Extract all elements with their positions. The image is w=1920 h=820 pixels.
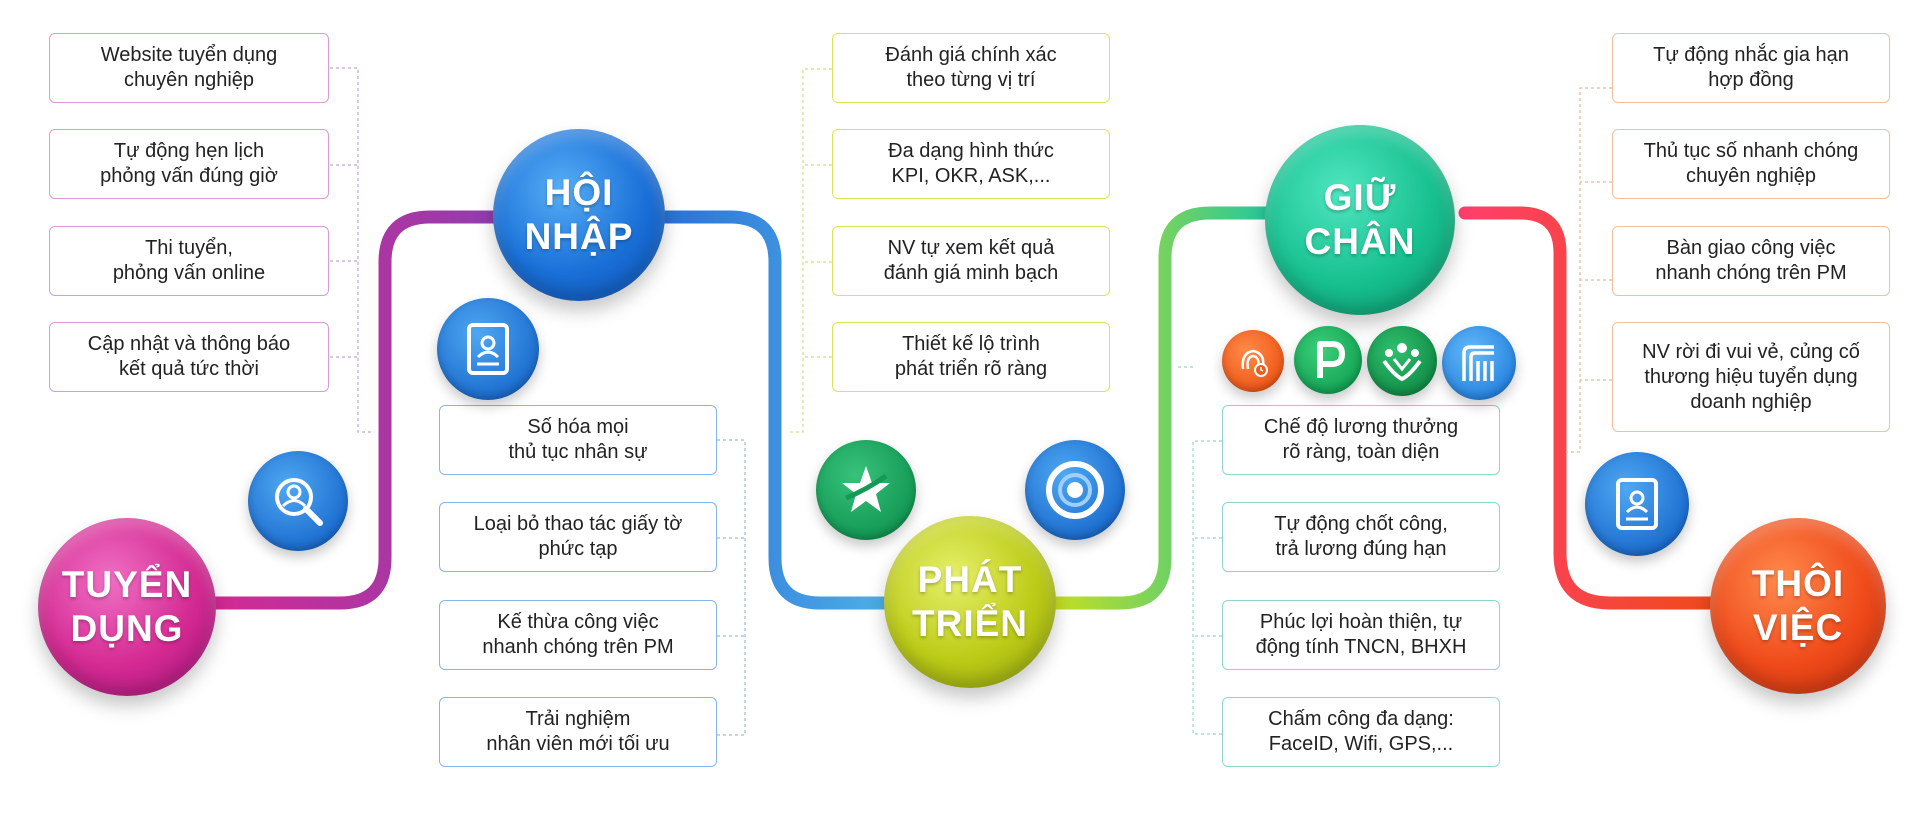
tuyen-dung-item-2-text: Tự động hẹn lịch phỏng vấn đúng giờ — [100, 140, 278, 187]
giu-chan-item-1: Chế độ lương thưởng rõ ràng, toàn diện — [1222, 405, 1500, 475]
stage-hoi-nhap: HỘI NHẬP — [493, 129, 665, 301]
tuyen-dung-item-4: Cập nhật và thông báo kết quả tức thời — [49, 322, 329, 392]
phat-trien-item-2: Đa dạng hình thức KPI, OKR, ASK,... — [832, 129, 1110, 199]
tuyen-dung-item-4-text: Cập nhật và thông báo kết quả tức thời — [87, 333, 291, 380]
tuyen-dung-item-1-text: Website tuyển dụng chuyên nghiệp — [100, 44, 278, 91]
phat-trien-item-4: Thiết kế lộ trình phát triển rõ ràng — [832, 322, 1110, 392]
dotted-connector — [330, 67, 372, 433]
star-icon — [816, 440, 916, 540]
giu-chan-item-2: Tự động chốt công, trả lương đúng hạn — [1222, 502, 1500, 572]
dotted-connector — [717, 439, 746, 736]
giu-chan-item-2-text: Tự động chốt công, trả lương đúng hạn — [1274, 513, 1448, 560]
stage-giu-chan-label: GIỮ CHÂN — [1304, 177, 1416, 262]
tuyen-dung-item-2: Tự động hẹn lịch phỏng vấn đúng giờ — [49, 129, 329, 199]
phat-trien-item-1: Đánh giá chính xác theo từng vị trí — [832, 33, 1110, 103]
thoi-viec-item-2: Thủ tục số nhanh chóng chuyên nghiệp — [1612, 129, 1890, 199]
profile-card-icon — [1585, 452, 1689, 556]
phat-trien-item-3: NV tự xem kết quả đánh giá minh bạch — [832, 226, 1110, 296]
stage-hoi-nhap-label: HỘI NHẬP — [524, 172, 634, 257]
fingerprint-clock-icon — [1222, 330, 1284, 392]
giu-chan-item-4: Chấm công đa dạng: FaceID, Wifi, GPS,... — [1222, 697, 1500, 767]
stage-thoi-viec-label: THÔI VIỆC — [1751, 563, 1845, 648]
thoi-viec-item-4: NV rời đi vui vẻ, củng cố thương hiệu tu… — [1612, 322, 1890, 432]
hoi-nhap-item-1-text: Số hóa mọi thủ tục nhân sự — [508, 416, 648, 463]
stage-tuyen-dung: TUYỂN DỤNG — [38, 518, 216, 696]
path-segment-4 — [1458, 206, 1722, 610]
thoi-viec-item-2-text: Thủ tục số nhanh chóng chuyên nghiệp — [1643, 140, 1859, 187]
stage-phat-trien: PHÁT TRIỂN — [884, 516, 1056, 688]
path-segment-2 — [653, 210, 902, 610]
thoi-viec-item-4-text: NV rời đi vui vẻ, củng cố thương hiệu tu… — [1642, 340, 1860, 413]
hoi-nhap-item-1: Số hóa mọi thủ tục nhân sự — [439, 405, 717, 475]
giu-chan-item-3: Phúc lợi hoàn thiện, tự động tính TNCN, … — [1222, 600, 1500, 670]
search-user-icon — [248, 451, 348, 551]
stage-giu-chan: GIỮ CHÂN — [1265, 125, 1455, 315]
hoi-nhap-item-2: Loại bỏ thao tác giấy tờ phức tạp — [439, 502, 717, 572]
thoi-viec-item-3-text: Bàn giao công việc nhanh chóng trên PM — [1655, 237, 1847, 284]
dotted-connector — [790, 68, 832, 433]
thoi-viec-item-1: Tự động nhắc gia hạn hợp đồng — [1612, 33, 1890, 103]
dotted-connector — [1192, 440, 1222, 735]
giu-chan-item-3-text: Phúc lợi hoàn thiện, tự động tính TNCN, … — [1255, 611, 1467, 658]
profile-card-icon — [437, 298, 539, 400]
hoi-nhap-item-4: Trải nghiệm nhân viên mới tối ưu — [439, 697, 717, 767]
target-icon — [1025, 440, 1125, 540]
building-icon — [1442, 326, 1516, 400]
giu-chan-item-4-text: Chấm công đa dạng: FaceID, Wifi, GPS,... — [1268, 708, 1454, 755]
phat-trien-item-2-text: Đa dạng hình thức KPI, OKR, ASK,... — [888, 140, 1054, 187]
tuyen-dung-item-3-text: Thi tuyển, phỏng vấn online — [112, 237, 266, 284]
thoi-viec-item-1-text: Tự động nhắc gia hạn hợp đồng — [1653, 44, 1849, 91]
tuyen-dung-item-1: Website tuyển dụng chuyên nghiệp — [49, 33, 329, 103]
hoi-nhap-item-4-text: Trải nghiệm nhân viên mới tối ưu — [486, 708, 670, 755]
phat-trien-item-4-text: Thiết kế lộ trình phát triển rõ ràng — [894, 333, 1048, 380]
tuyen-dung-item-3: Thi tuyển, phỏng vấn online — [49, 226, 329, 296]
stage-tuyen-dung-label: TUYỂN DỤNG — [61, 564, 193, 649]
phat-trien-item-3-text: NV tự xem kết quả đánh giá minh bạch — [883, 237, 1059, 284]
hoi-nhap-item-3: Kế thừa công việc nhanh chóng trên PM — [439, 600, 717, 670]
thoi-viec-item-3: Bàn giao công việc nhanh chóng trên PM — [1612, 226, 1890, 296]
hoi-nhap-item-3-text: Kế thừa công việc nhanh chóng trên PM — [482, 611, 674, 658]
giu-chan-item-1-text: Chế độ lương thưởng rõ ràng, toàn diện — [1263, 416, 1459, 463]
p-logo-icon — [1294, 326, 1362, 394]
path-segment-1 — [208, 210, 527, 610]
path-segment-3 — [1033, 206, 1282, 610]
dotted-connector — [1566, 87, 1612, 453]
stage-thoi-viec: THÔI VIỆC — [1710, 518, 1886, 694]
people-icon — [1367, 326, 1437, 396]
hoi-nhap-item-2-text: Loại bỏ thao tác giấy tờ phức tạp — [473, 513, 683, 560]
stage-phat-trien-label: PHÁT TRIỂN — [912, 559, 1028, 644]
phat-trien-item-1-text: Đánh giá chính xác theo từng vị trí — [885, 44, 1057, 91]
